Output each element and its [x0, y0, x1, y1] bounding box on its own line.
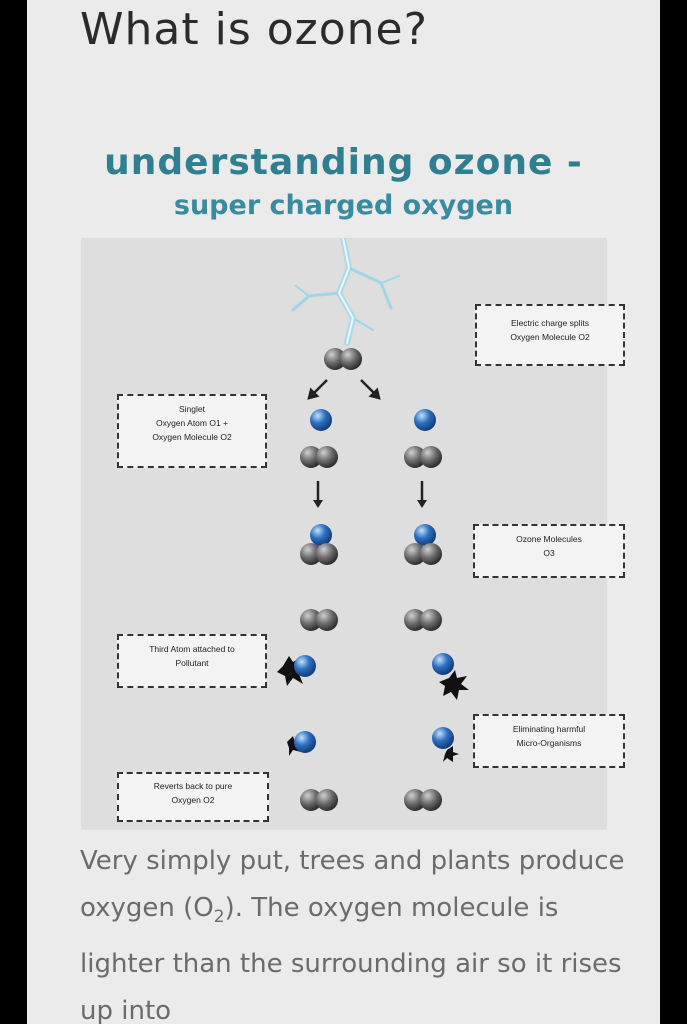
ozone-diagram-svg [277, 238, 469, 811]
callout-reverts: Reverts back to pure Oxygen O2 [117, 772, 269, 822]
callout-third-atom: Third Atom attached to Pollutant [117, 634, 267, 688]
infographic-subtitle: super charged oxygen [173, 190, 514, 221]
right-column [404, 409, 469, 811]
page-title: What is ozone? [80, 4, 428, 55]
callout-eliminating: Eliminating harmful Micro-Organisms [473, 714, 625, 768]
callout-electric-charge: Electric charge splits Oxygen Molecule O… [475, 304, 625, 366]
callout-ozone-molecules: Ozone Molecules O3 [473, 524, 625, 578]
split-arrows [307, 379, 381, 400]
ozone-diagram-image: Electric charge splits Oxygen Molecule O… [81, 238, 625, 830]
article-page: What is ozone? understanding ozone - sup… [27, 0, 660, 1024]
oxygen-molecule-o2-top [324, 348, 362, 370]
infographic-title: understanding ozone - [104, 142, 583, 183]
callout-singlet-oxygen: Singlet Oxygen Atom O1 + Oxygen Molecule… [117, 394, 267, 468]
lightning-icon [291, 238, 400, 346]
article-body-text: Very simply put, trees and plants produc… [80, 846, 625, 1024]
left-column [277, 409, 338, 811]
